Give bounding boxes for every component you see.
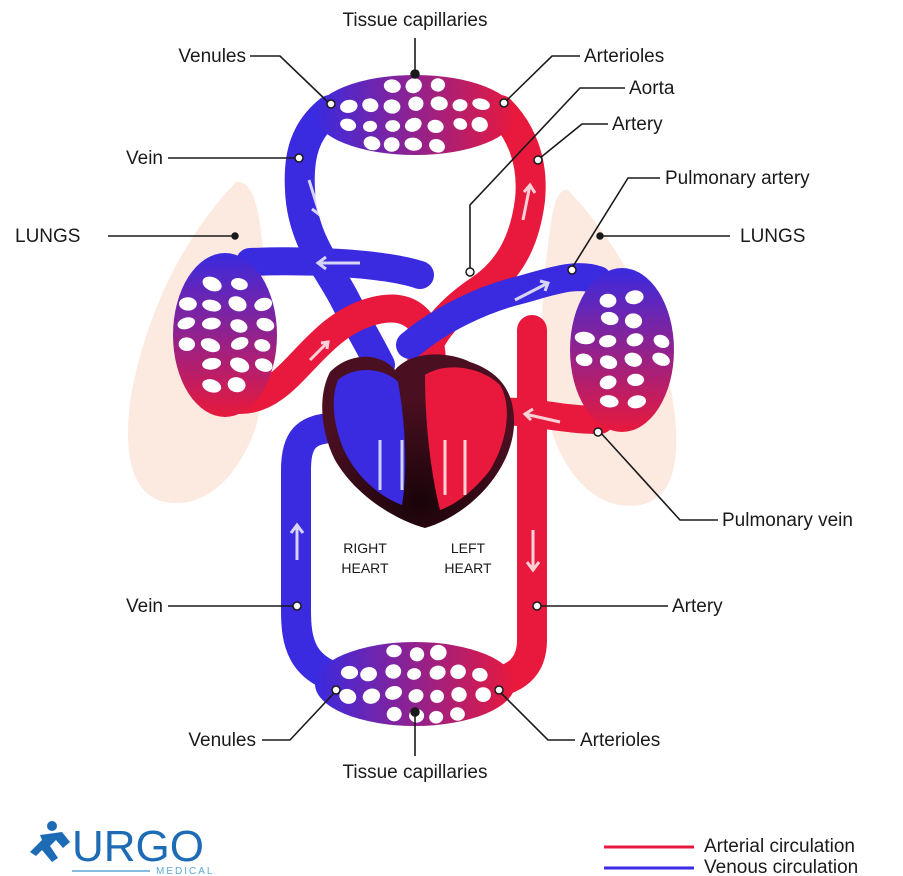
pointer-dot (293, 602, 301, 610)
pointer-dot (534, 156, 542, 164)
pointer-dot (232, 233, 238, 239)
label-lungs-right: LUNGS (740, 226, 805, 247)
capillary-gap (341, 666, 358, 679)
label-artery-bottom: Artery (672, 596, 723, 617)
label-pulmonary-vein: Pulmonary vein (722, 510, 853, 531)
label-artery-top: Artery (612, 114, 663, 135)
pointer-dot (594, 428, 602, 436)
label-tissue-capillaries-bottom: Tissue capillaries (342, 762, 487, 783)
urgo-logo: URGO MEDICAL (30, 821, 214, 876)
label-arterioles-bottom: Arterioles (580, 730, 660, 751)
label-arterioles-top: Arterioles (584, 46, 664, 67)
label-left-heart-line1: LEFT (451, 540, 486, 556)
pointer-dot (332, 686, 340, 694)
label-vein-bottom: Vein (126, 596, 163, 617)
logo-word: URGO (72, 822, 204, 871)
label-left-heart-line2: HEART (444, 560, 492, 576)
vein-systemic-lower (296, 428, 345, 680)
label-vein-top: Vein (126, 148, 163, 169)
legend-venous-label: Venous circulation (704, 857, 858, 876)
capillary-gap (385, 120, 400, 132)
pointer-dot (295, 154, 303, 162)
label-venules-bottom: Venules (188, 730, 256, 751)
pointer-dot (597, 233, 603, 239)
label-tissue-capillaries-top: Tissue capillaries (342, 10, 487, 31)
pointer-dot (500, 99, 508, 107)
lung-capillaries-left (173, 253, 277, 417)
logo-sub: MEDICAL (156, 866, 214, 876)
pointer-dot (533, 602, 541, 610)
legend: Arterial circulation Venous circulation (604, 836, 858, 876)
label-aorta: Aorta (629, 78, 675, 99)
pointer-dot (466, 268, 474, 276)
pointer-dot (327, 100, 335, 108)
label-venules-top: Venules (178, 46, 246, 67)
label-pulmonary-artery: Pulmonary artery (665, 168, 810, 189)
label-right-heart-line2: HEART (341, 560, 389, 576)
legend-arterial-label: Arterial circulation (704, 836, 855, 857)
pointer-dot (411, 70, 419, 78)
pointer-dot (495, 686, 503, 694)
label-right-heart-line1: RIGHT (343, 540, 387, 556)
pointer-dot (568, 266, 576, 274)
label-lungs-left: LUNGS (15, 226, 80, 247)
lung-capillaries-right (570, 268, 674, 432)
runner-icon (30, 821, 70, 862)
pointer-dot (411, 708, 419, 716)
